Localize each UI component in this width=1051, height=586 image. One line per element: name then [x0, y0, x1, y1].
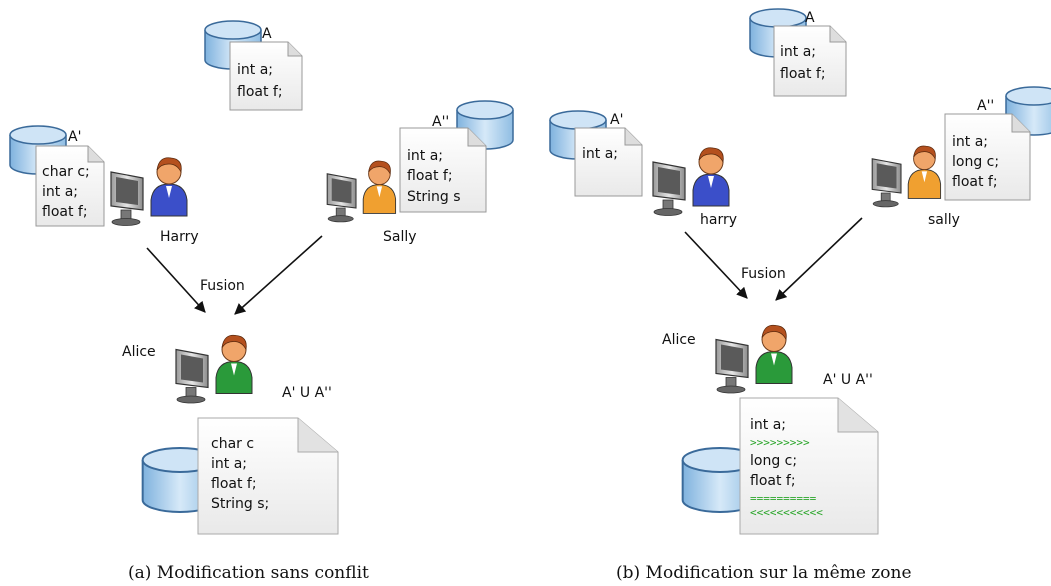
server-line-1: int a;	[237, 62, 273, 78]
server-file-icon	[229, 41, 303, 111]
sally-merge-arrow	[234, 235, 323, 315]
sally-line-3: String s	[407, 189, 461, 205]
sally-line-3: float f;	[952, 174, 998, 190]
sally-line-2: float f;	[407, 168, 453, 184]
server-line-2: float f;	[237, 84, 283, 100]
caption-a: (a) Modification sans conflit	[128, 563, 369, 583]
harry-merge-arrow	[684, 231, 748, 299]
harry-name: harry	[700, 212, 737, 228]
harry-name: Harry	[160, 229, 199, 245]
sally-avatar	[326, 160, 397, 223]
harry-repo-label: A'	[610, 112, 623, 128]
harry-file-icon	[35, 145, 105, 227]
merge-label: Fusion	[200, 278, 245, 294]
sally-file-icon	[399, 127, 487, 213]
merged-line-3: float f;	[211, 476, 257, 492]
harry-line-3: float f;	[42, 204, 88, 220]
alice-name: Alice	[662, 332, 696, 348]
sally-avatar	[871, 145, 942, 208]
sally-name: sally	[928, 212, 960, 228]
merged-line-1: int a;	[750, 417, 786, 433]
server-file-icon	[773, 25, 847, 97]
harry-file-icon	[574, 127, 643, 197]
conflict-marker-start: >>>>>>>>>	[750, 436, 810, 449]
union-label: A' U A''	[282, 385, 332, 401]
union-label: A' U A''	[823, 372, 873, 388]
server-line-1: int a;	[780, 44, 816, 60]
harry-line-1: char c;	[42, 164, 90, 180]
harry-avatar	[110, 157, 188, 227]
sally-repo-label: A''	[977, 98, 994, 114]
server-repo-label: A	[805, 10, 815, 26]
merged-line-4: String s;	[211, 496, 269, 512]
sally-line-1: int a;	[407, 148, 443, 164]
harry-line-2: int a;	[42, 184, 78, 200]
harry-avatar	[652, 147, 730, 217]
panel-b: A int a; float f; A' int a; harry A'' in…	[549, 8, 1051, 583]
merge-label: Fusion	[741, 266, 786, 282]
server-repo-label: A	[262, 26, 272, 42]
harry-merge-arrow	[146, 247, 206, 313]
merged-line-2: long c;	[750, 453, 797, 469]
merged-line-2: int a;	[211, 456, 247, 472]
merged-file-icon	[197, 417, 339, 535]
panel-a: A int a; float f; A' char c; int a; floa…	[9, 20, 514, 583]
merged-line-1: char c	[211, 436, 254, 452]
conflict-marker-end: <<<<<<<<<<<	[750, 506, 823, 519]
conflict-marker-separator: ==========	[750, 492, 817, 505]
harry-repo-label: A'	[68, 129, 81, 145]
harry-line-1: int a;	[582, 146, 618, 162]
sally-repo-label: A''	[432, 114, 449, 130]
sally-merge-arrow	[775, 217, 863, 301]
alice-name: Alice	[122, 344, 156, 360]
caption-b: (b) Modification sur la même zone	[616, 563, 912, 583]
sally-line-1: int a;	[952, 134, 988, 150]
sally-file-icon	[944, 113, 1031, 201]
alice-avatar	[715, 324, 793, 394]
sally-line-2: long c;	[952, 154, 999, 170]
sally-name: Sally	[383, 229, 417, 245]
server-line-2: float f;	[780, 66, 826, 82]
merged-file-icon	[739, 397, 879, 535]
merged-line-3: float f;	[750, 473, 796, 489]
alice-avatar	[175, 334, 253, 404]
